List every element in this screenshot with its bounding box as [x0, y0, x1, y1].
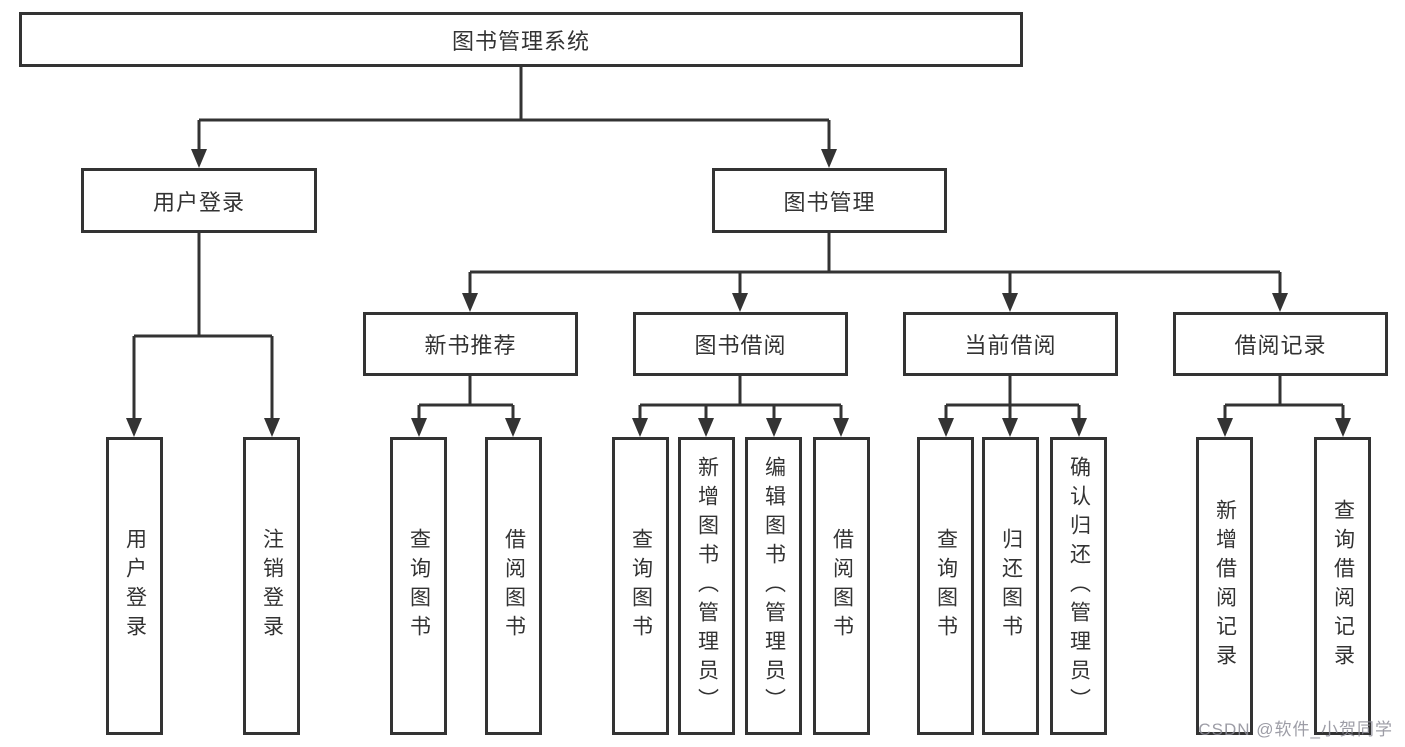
- node-new-book-recommend: 新书推荐: [363, 312, 578, 376]
- leaf-add-borrow-record: 新增借阅记录: [1196, 437, 1253, 735]
- leaf-logout: 注销登录: [243, 437, 300, 735]
- leaf-borrow-books: 借阅图书: [813, 437, 870, 735]
- leaf-query-borrow-record: 查询借阅记录: [1314, 437, 1371, 735]
- node-book-management: 图书管理: [712, 168, 947, 233]
- leaf-return-book: 归还图书: [982, 437, 1039, 735]
- connector-edges: [132, 67, 1345, 421]
- leaf-query-books-borrow: 查询图书: [612, 437, 669, 735]
- leaf-edit-book-admin: 编辑图书（管理员）: [745, 437, 802, 735]
- node-root: 图书管理系统: [19, 12, 1023, 67]
- node-user-login: 用户登录: [81, 168, 317, 233]
- node-book-borrow: 图书借阅: [633, 312, 848, 376]
- leaf-user-login: 用户登录: [106, 437, 163, 735]
- leaf-borrow-books-recommend: 借阅图书: [485, 437, 542, 735]
- csdn-watermark: CSDN @软件_小贺同学: [1198, 720, 1393, 739]
- node-current-borrow: 当前借阅: [903, 312, 1118, 376]
- leaf-confirm-return-admin: 确认归还（管理员）: [1050, 437, 1107, 735]
- leaf-query-books-recommend: 查询图书: [390, 437, 447, 735]
- arrowheads: [126, 149, 1351, 437]
- leaf-query-books-current: 查询图书: [917, 437, 974, 735]
- leaf-add-book-admin: 新增图书（管理员）: [678, 437, 735, 735]
- node-borrow-records: 借阅记录: [1173, 312, 1388, 376]
